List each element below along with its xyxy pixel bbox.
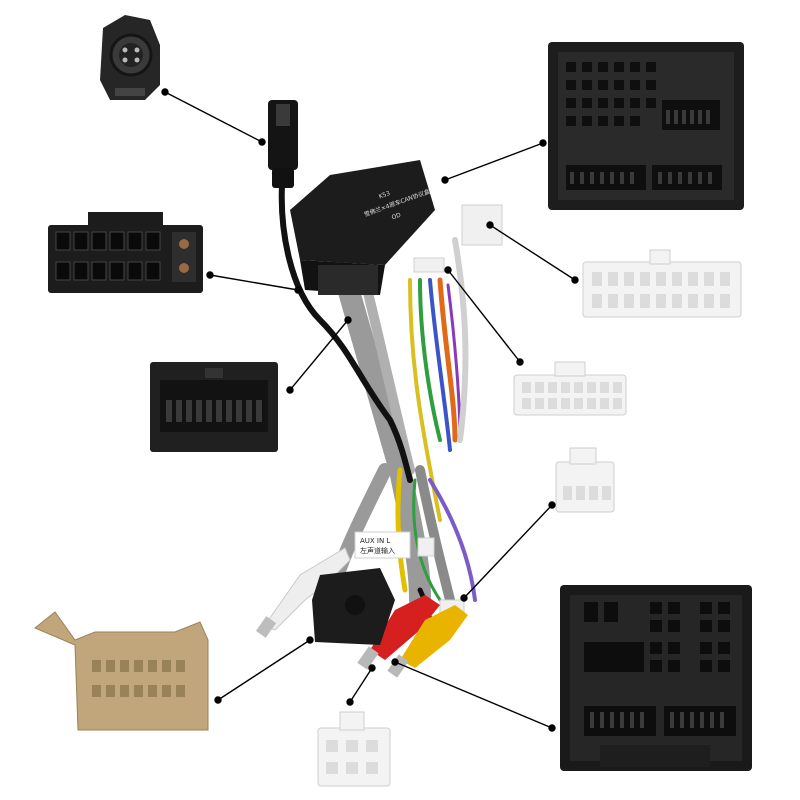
white-4pin-connector	[555, 447, 615, 513]
rca-red-plug	[357, 595, 440, 670]
lower-junction-box	[312, 568, 395, 645]
vehicle-side-black-connector	[560, 585, 752, 771]
main-head-unit-connector	[548, 42, 744, 210]
rca-yellow-plug	[387, 605, 468, 678]
box-label-line3: OD	[391, 211, 403, 221]
callout-lines	[161, 88, 579, 732]
box-label-line1: K53	[378, 190, 391, 201]
white-16pin-connector	[513, 361, 627, 416]
aux-tag: AUX IN L 左声道输入	[354, 531, 411, 559]
can-decoder-box: K53 雪佛兰×4原车CAN协议盒 OD	[290, 160, 435, 295]
usb-cable-plug	[268, 100, 298, 188]
tan-connector	[34, 611, 209, 731]
iso-16pin-connector	[48, 212, 203, 293]
rca-white-plug	[255, 547, 351, 638]
aux-tag-line1: AUX IN L	[360, 537, 390, 545]
white-24pin-connector	[582, 249, 742, 318]
black-20pin-connector	[150, 362, 278, 452]
white-6pin-connector	[317, 711, 391, 787]
aux-tag-line2: 左声道输入	[360, 546, 395, 555]
round-4pin-connector	[100, 15, 160, 100]
